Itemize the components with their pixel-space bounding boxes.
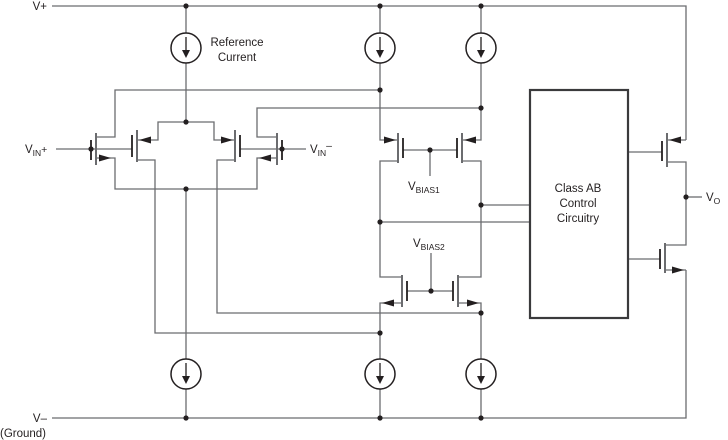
mosfet-output-nmos [659,243,684,274]
class-ab-control-box [528,88,630,320]
wire-q1-drain-to-nodeA [96,89,380,138]
wire-vplus-rail [52,5,687,140]
mosfet-cascode-upper-left [384,133,404,163]
current-arrow-head [376,376,384,384]
junction-dot [279,146,285,152]
wire-vminus-rail [52,270,687,419]
current-arrow-head [477,376,485,384]
wire-q7-drain [379,222,402,278]
junction-dot [183,119,189,125]
current-source-circle [465,32,497,64]
wire-q2-source-to-tail [137,121,186,141]
wire-src2-to-cascode-left [379,63,398,141]
wire-q2-drain-fold [137,159,380,334]
wire-q7-source-to-src [379,302,402,359]
wire-src3-to-cascode-right [462,63,482,141]
class-ab-label-line3: Circuitry [557,213,599,225]
junction-dot [183,186,189,192]
current-source-circle [465,358,497,390]
current-arrow-head [182,50,190,58]
source-arrow [382,299,394,307]
reference-current-label-line1: Reference [210,37,263,49]
reference-current-source-icon [170,32,202,64]
junction-dot [478,415,484,421]
vbias2-label: VBIAS2 [413,238,445,252]
vplus-rail-label: V+ [33,1,48,13]
current-source-circle [170,32,202,64]
current-source-circle [364,32,396,64]
mosfet-output-pmos [661,133,681,167]
vminus-rail-label: V– [33,413,48,425]
wire-q3-drain-fold [216,159,481,314]
wire-q10-drain-to-out [665,197,687,246]
source-arrow [672,266,684,274]
current-source-bottom-left-icon [170,358,202,390]
current-source-bottom-right-icon [465,358,497,390]
wire-q8-source-to-src [458,302,482,359]
current-source-bottom-middle-icon [364,358,396,390]
current-source-top-right-icon [465,32,497,64]
wire-vbias2-gate-line [407,253,453,292]
current-source-top-middle-icon [364,32,396,64]
wire-q5-drain-to-box [379,160,530,223]
junction-dot [377,3,383,9]
mosfet-cascode-lower-left [382,275,408,307]
junction-dot [478,310,484,316]
mosfet-input-pmos-left [131,130,151,162]
class-ab-label-line1: Class AB [555,183,602,195]
junction-dot [427,147,433,153]
wire-q9-drain-to-out [667,161,687,197]
wire-q4-drain-to-nodeB [256,107,481,138]
junction-dot [478,105,484,111]
source-arrow [384,136,396,144]
wire-q3-source-to-tail [186,121,235,141]
current-source-circle [170,358,202,390]
junction-dot [88,146,94,152]
junction-dot [683,194,689,200]
current-source-circle [364,358,396,390]
wire-vbias1-gate-line [403,149,457,176]
junction-dot [377,415,383,421]
ground-label: (Ground) [0,428,46,440]
vbias1-label: VBIAS1 [408,181,440,195]
junction-dot [183,3,189,9]
wire-nmos-pair-tail [96,157,277,190]
junction-dot [478,3,484,9]
vout-label: VO [706,192,721,206]
mosfet-input-pmos-right [221,130,241,162]
vin-plus-label: VIN+ [25,144,47,158]
source-arrow [139,136,151,144]
current-arrow-head [477,50,485,58]
junction-dot [478,202,484,208]
junction-dot [377,330,383,336]
source-arrow [669,136,681,144]
mosfet-cascode-upper-right [456,133,476,163]
mosfet-cascode-lower-right [452,275,479,307]
source-arrow [467,299,479,307]
source-arrow [99,154,111,162]
junction-dot [377,219,383,225]
class-ab-label-line2: Control [559,198,596,210]
current-arrow-head [376,50,384,58]
current-arrow-head [182,376,190,384]
source-arrow [259,154,271,162]
reference-current-label-line2: Current [218,52,257,64]
junction-dot [183,415,189,421]
wire-q6-q8-drains [458,160,482,278]
source-arrow [464,136,476,144]
junction-dot [377,87,383,93]
junction-dot [428,288,434,294]
vin-minus-label: VIN– [310,140,332,158]
source-arrow [221,136,233,144]
junction-dots [88,3,689,421]
